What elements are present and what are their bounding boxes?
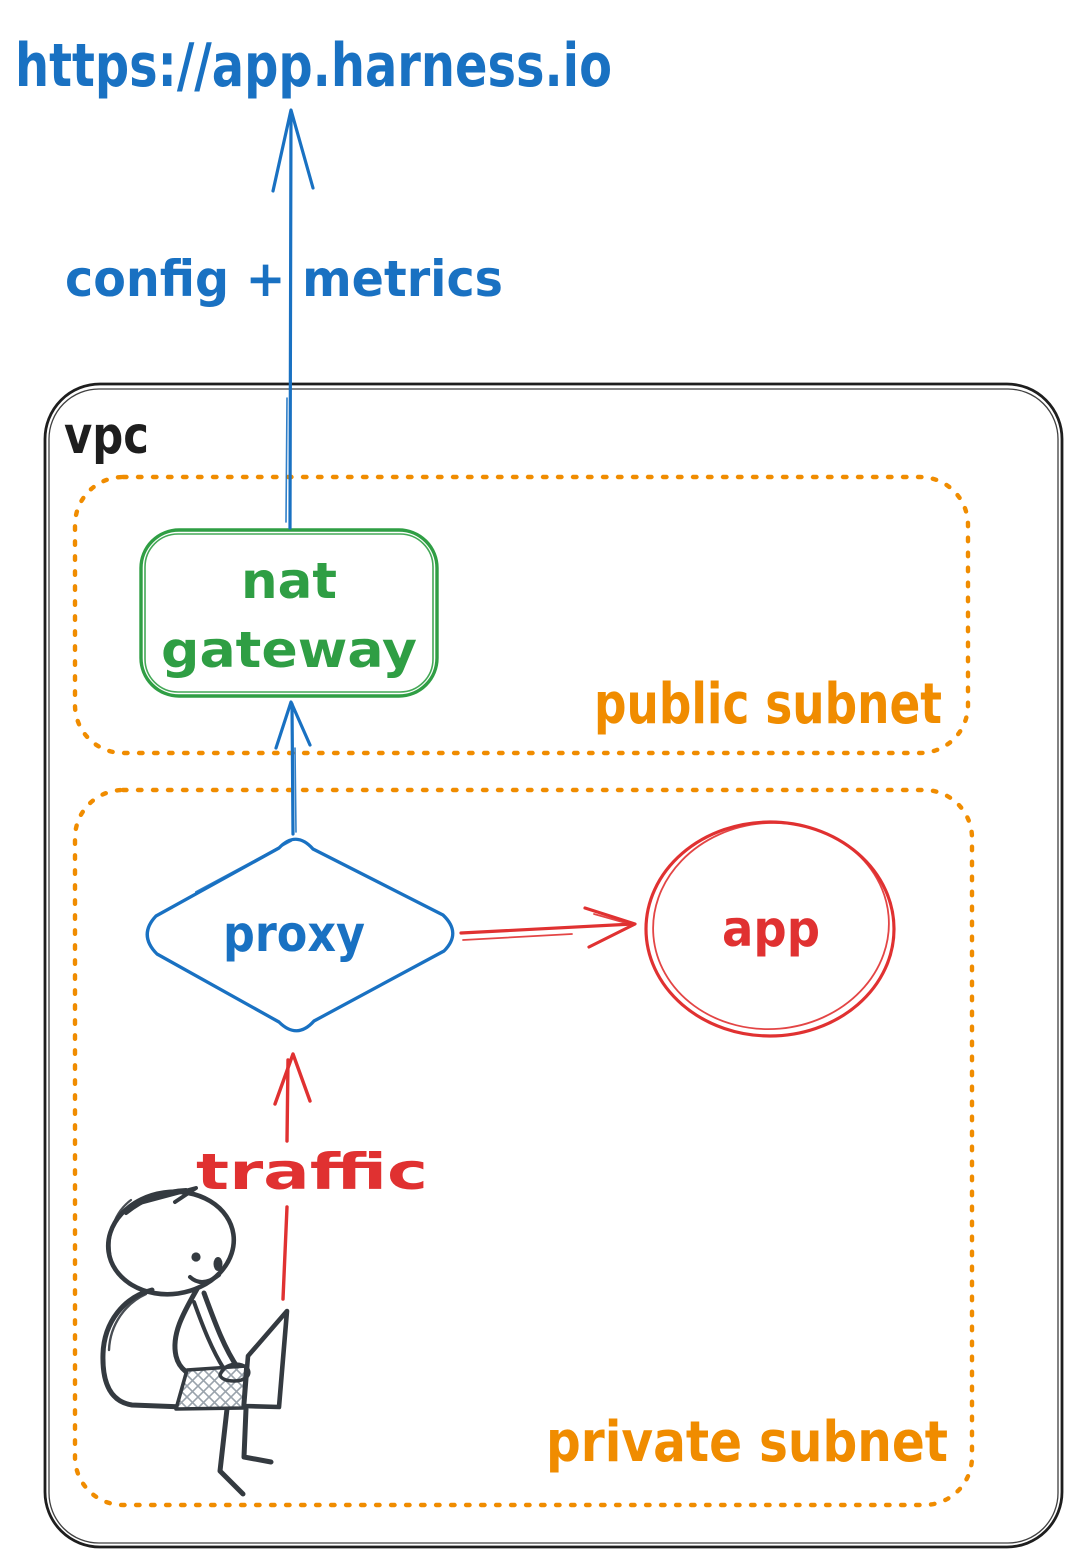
laptop-screen-sketch (251, 1317, 282, 1354)
proxy-to-nat-line (290, 702, 295, 836)
person-chest (172, 1286, 206, 1381)
app-node (644, 820, 896, 1038)
person-head-sketch (108, 1198, 133, 1268)
traffic-arrow (273, 1052, 312, 1301)
nat-gateway-label-line1: nat (241, 552, 337, 610)
proxy-to-nat-arrow (274, 700, 312, 836)
traffic-label: traffic (196, 1143, 428, 1201)
laptop-screen (241, 1308, 290, 1410)
proxy-diamond (145, 837, 455, 1033)
nat-gateway-label-line2: gateway (161, 621, 417, 679)
person-arm-upper (201, 1290, 241, 1371)
person-body-sketch (107, 1292, 148, 1352)
person-arm-lower (192, 1300, 226, 1371)
person-body (100, 1287, 187, 1410)
proxy-to-nat-head (274, 700, 312, 750)
person-leg-front (241, 1406, 274, 1465)
nat-gateway-node (139, 528, 439, 698)
config-arrow-line (288, 110, 293, 530)
vpc-box (43, 382, 1064, 1549)
person-ear (213, 1257, 223, 1271)
proxy-diamond-sketch (195, 840, 292, 893)
config-metrics-label: config + metrics (65, 250, 503, 308)
laptop-keyboard (174, 1364, 248, 1411)
config-metrics-arrow (271, 108, 315, 530)
traffic-head (273, 1052, 312, 1106)
person-illustration (100, 1186, 290, 1497)
nat-gateway-box-sketch (144, 533, 434, 693)
traffic-line-lower (281, 1205, 289, 1301)
proxy-to-nat-line-sketch (294, 747, 297, 833)
proxy-to-app-arrow (459, 906, 637, 949)
public-subnet-box (72, 474, 971, 756)
harness-url-label: https://app.harness.io (15, 31, 612, 101)
person-head (105, 1189, 237, 1297)
config-arrow-head (271, 108, 315, 193)
proxy-to-app-line-sketch (462, 933, 573, 941)
person-smile (188, 1273, 221, 1284)
app-circle (644, 820, 896, 1038)
private-subnet-box (72, 787, 975, 1508)
proxy-to-app-head-sketch (593, 913, 634, 926)
config-arrow-line-sketch (285, 397, 288, 523)
proxy-to-app-head (583, 906, 637, 949)
public-subnet-label: public subnet (594, 672, 942, 737)
private-subnet-label: private subnet (546, 1410, 948, 1475)
proxy-to-app-line (459, 922, 635, 935)
proxy-label: proxy (223, 905, 365, 963)
app-label: app (722, 900, 820, 958)
vpc-label: vpc (64, 406, 149, 466)
person-hand (218, 1362, 251, 1383)
traffic-line-upper (285, 1058, 290, 1143)
nat-gateway-box (139, 528, 439, 698)
vpc-box-outline-sketch (48, 388, 1059, 1544)
app-circle-sketch (652, 821, 890, 1031)
proxy-node (145, 837, 455, 1033)
person-eye (191, 1252, 201, 1262)
person-leg-back (217, 1406, 246, 1497)
vpc-box-outline (43, 382, 1064, 1549)
